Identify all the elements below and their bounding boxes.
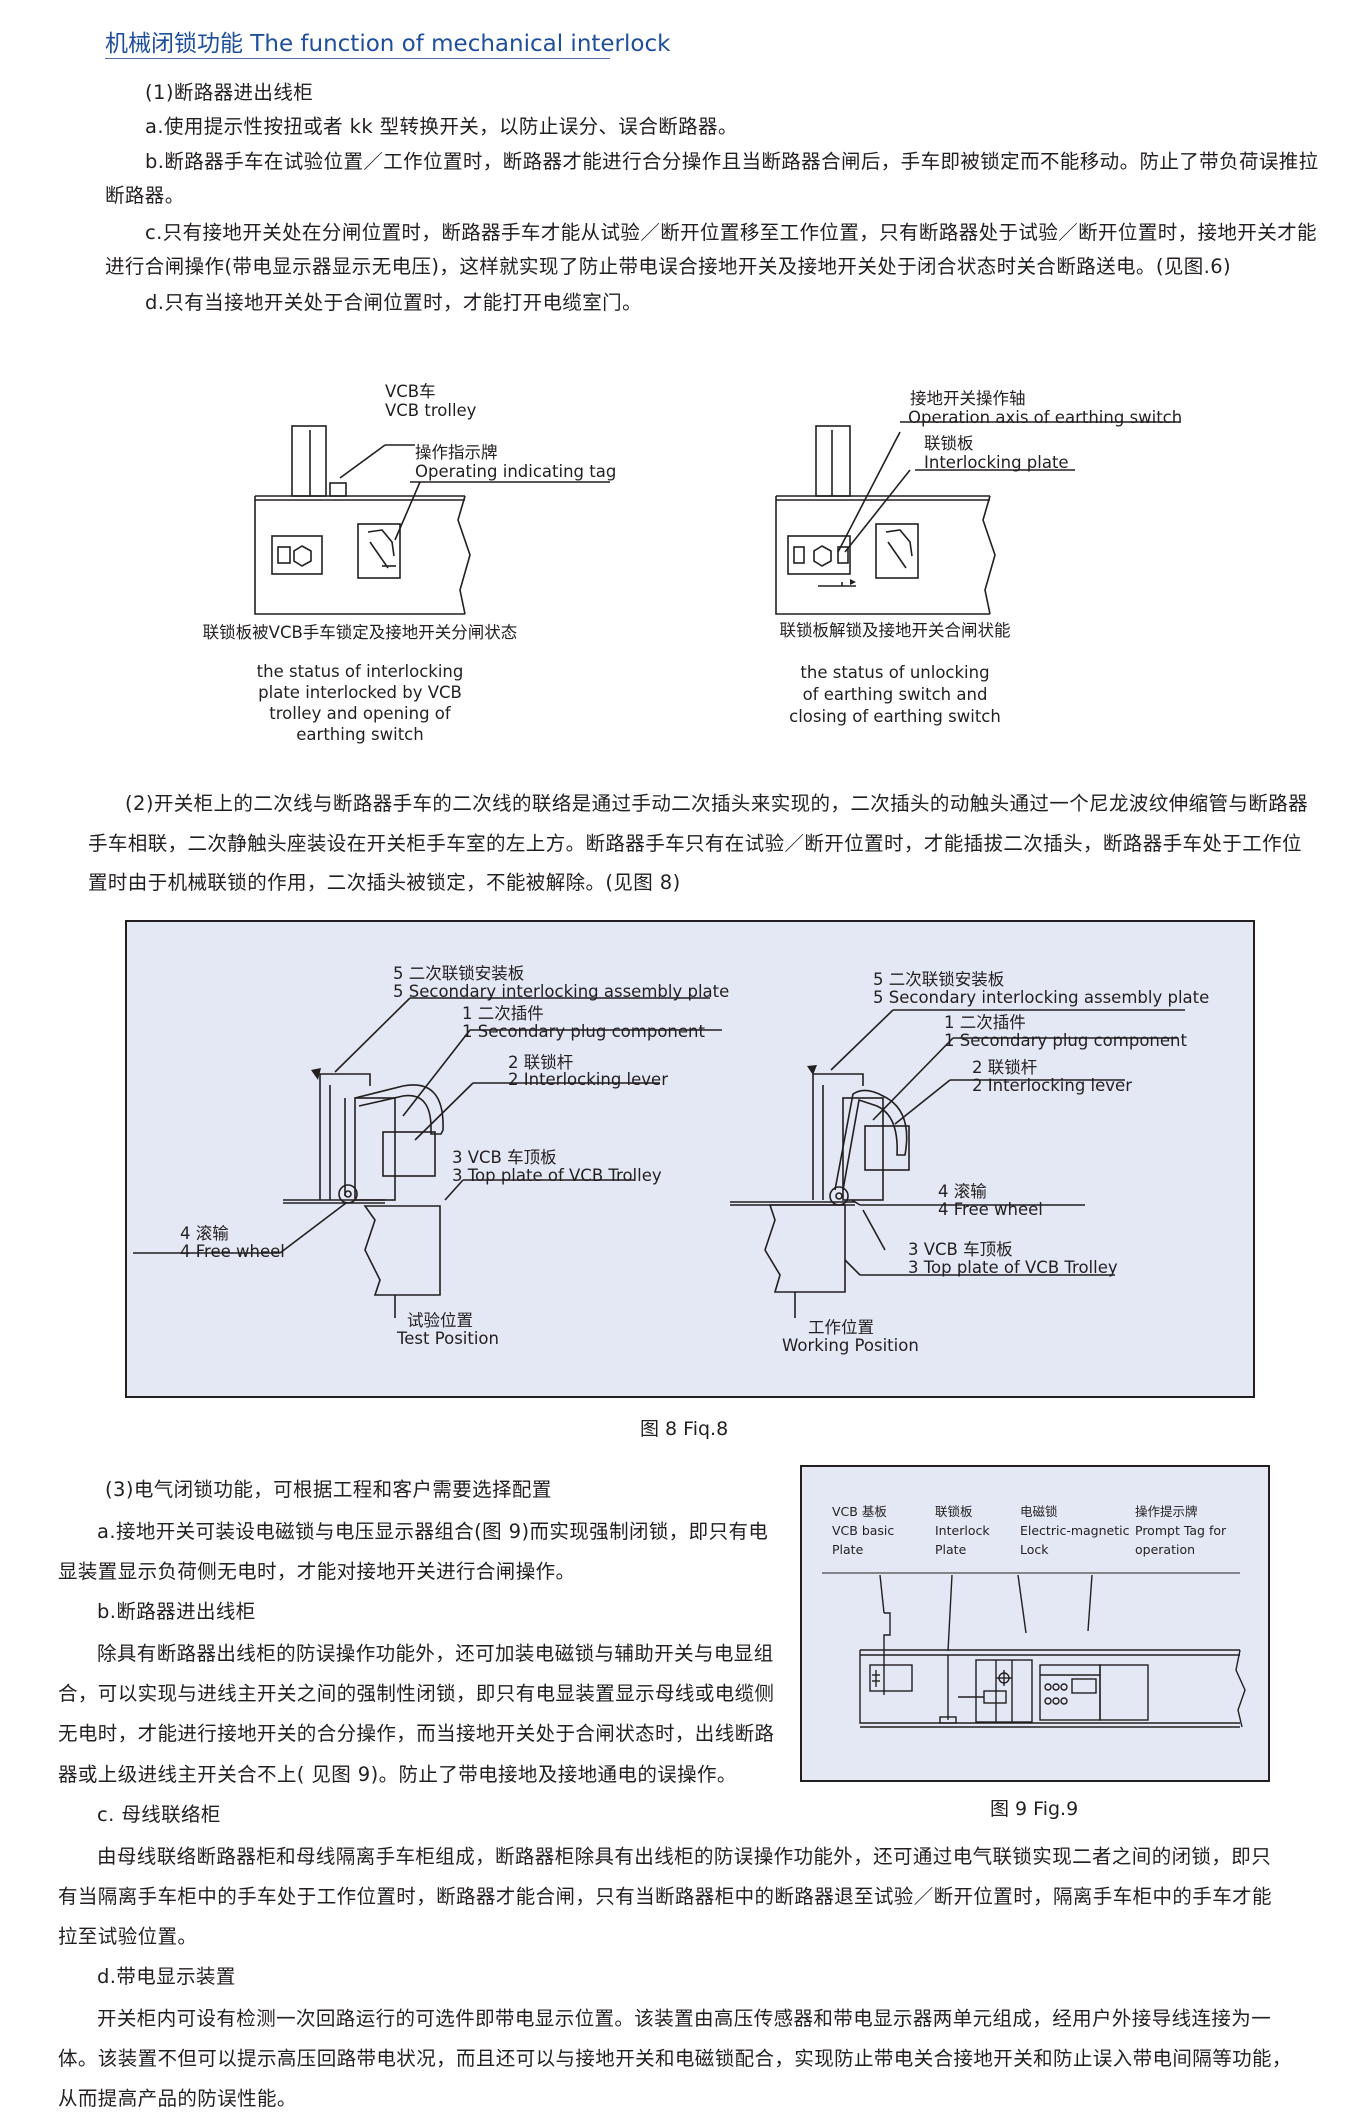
fig8-right-label2-cn: 2 联锁杆 bbox=[972, 1058, 1038, 1077]
fig8-left-label4-cn: 4 滚输 bbox=[180, 1224, 229, 1243]
fig8-right-label3-cn: 3 VCB 车顶板 bbox=[908, 1240, 1013, 1259]
figure-9-drawing bbox=[800, 1465, 1270, 1782]
sec3-item-b-line2: 合，可以实现与进线主开关之间的强制性闭锁，即只有电显装置显示母线或电缆侧 bbox=[58, 1682, 775, 1705]
sec1-item-a: a.使用提示性按扭或者 kk 型转换开关，以防止误分、误合断路器。 bbox=[145, 115, 738, 138]
fig8-working-position-en: Working Position bbox=[782, 1336, 919, 1355]
fig9-col3-en1: Electric-magnetic bbox=[1020, 1523, 1130, 1538]
fig9-col1-en1: VCB basic bbox=[832, 1523, 895, 1538]
fig8-right-label5-cn: 5 二次联锁安装板 bbox=[873, 970, 1005, 989]
fig6-right-caption-en2: of earthing switch and bbox=[802, 685, 988, 704]
sec1-item-c-line2: 进行合闸操作(带电显示器显示无电压)，这样就实现了防止带电误合接地开关及接地开关… bbox=[105, 255, 1232, 278]
fig8-left-label1-en: 1 Secondary plug component bbox=[462, 1022, 705, 1041]
sec1-item-b-line1: b.断路器手车在试验位置／工作位置时，断路器才能进行合分操作且当断路器合闸后，手… bbox=[145, 150, 1319, 173]
sec3-item-b-heading: b.断路器进出线柜 bbox=[97, 1600, 256, 1623]
fig8-left-label3-cn: 3 VCB 车顶板 bbox=[452, 1148, 557, 1167]
fig9-col4-en2: operation bbox=[1135, 1542, 1196, 1557]
fig8-right-label1-en: 1 Secondary plug component bbox=[944, 1031, 1187, 1050]
fig6-right-plate-cn: 联锁板 bbox=[924, 434, 974, 453]
fig6-left-tag-en: Operating indicating tag bbox=[415, 462, 617, 481]
sec3-item-c-line3: 拉至试验位置。 bbox=[58, 1925, 198, 1948]
sec2-line2: 手车相联，二次静触头座装设在开关柜手车室的左上方。断路器手车只有在试验／断开位置… bbox=[88, 832, 1302, 855]
sec3-item-b-line1: 除具有断路器出线柜的防误操作功能外，还可加装电磁锁与辅助开关与电显组 bbox=[97, 1642, 774, 1665]
fig9-col1-en2: Plate bbox=[832, 1542, 864, 1557]
fig6-left-caption-cn: 联锁板被VCB手车锁定及接地开关分闸状态 bbox=[202, 623, 518, 642]
title-underline bbox=[105, 58, 610, 59]
fig8-right-label1-cn: 1 二次插件 bbox=[944, 1013, 1026, 1032]
sec3-item-d-line3: 从而提高产品的防误性能。 bbox=[58, 2087, 297, 2110]
sec3-item-a-line2: 显装置显示负荷侧无电时，才能对接地开关进行合闸操作。 bbox=[58, 1560, 576, 1583]
sec3-item-c-line2: 有当隔离手车柜中的手车处于工作位置时，断路器才能合闸，只有当断路器柜中的断路器退… bbox=[58, 1885, 1272, 1908]
sec3-item-d-line2: 体。该装置不但可以提示高压回路带电状况，而且还可以与接地开关和电磁锁配合，实现防… bbox=[58, 2047, 1292, 2070]
fig6-left-caption-en1: the status of interlocking bbox=[256, 662, 464, 681]
fig8-right-label3-en: 3 Top plate of VCB Trolley bbox=[908, 1258, 1118, 1277]
fig9-col2-cn: 联锁板 bbox=[935, 1504, 973, 1519]
sec3-item-d-heading: d.带电显示装置 bbox=[97, 1965, 236, 1988]
fig6-right-caption-en3: closing of earthing switch bbox=[789, 707, 1001, 726]
fig6-right-axis-en: Operation axis of earthing switch bbox=[908, 408, 1183, 427]
sec3-item-c-line1: 由母线联络断路器柜和母线隔离手车柜组成，断路器柜除具有出线柜的防误操作功能外，还… bbox=[97, 1845, 1272, 1868]
fig6-right-plate-en: Interlocking plate bbox=[924, 453, 1069, 472]
fig6-left-caption-en4: earthing switch bbox=[296, 725, 424, 744]
fig6-left-caption-en2: plate interlocked by VCB bbox=[258, 683, 462, 702]
fig9-col2-en2: Plate bbox=[935, 1542, 967, 1557]
fig8-working-position-cn: 工作位置 bbox=[808, 1318, 874, 1337]
sec3-item-a-line1: a.接地开关可装设电磁锁与电压显示器组合(图 9)而实现强制闭锁，即只有电 bbox=[97, 1520, 769, 1543]
sec1-item-b-line2: 断路器。 bbox=[105, 184, 185, 207]
fig6-right-caption-cn: 联锁板解锁及接地开关合闸状能 bbox=[779, 621, 1011, 640]
fig6-right-axis-cn: 接地开关操作轴 bbox=[910, 389, 1026, 408]
fig9-col4-cn: 操作提示牌 bbox=[1135, 1504, 1198, 1519]
fig9-caption: 图 9 Fig.9 bbox=[990, 1798, 1079, 1820]
fig8-left-label3-en: 3 Top plate of VCB Trolley bbox=[452, 1166, 662, 1185]
sec1-heading: (1)断路器进出线柜 bbox=[145, 81, 314, 104]
fig8-right-label4-cn: 4 滚输 bbox=[938, 1182, 987, 1201]
fig9-col3-cn: 电磁锁 bbox=[1020, 1504, 1058, 1519]
fig8-right-label5-en: 5 Secondary interlocking assembly plate bbox=[873, 988, 1210, 1007]
sec3-item-d-line1: 开关柜内可设有检测一次回路运行的可选件即带电显示位置。该装置由高压传感器和带电显… bbox=[97, 2007, 1272, 2030]
sec3-item-c-heading: c. 母线联络柜 bbox=[97, 1803, 221, 1826]
fig9-col1-cn: VCB 基板 bbox=[832, 1504, 887, 1519]
sec3-item-b-line3: 无电时，才能进行接地开关的合分操作，而当接地开关处于合闸状态时，出线断路 bbox=[58, 1722, 775, 1745]
fig9-col3-en2: Lock bbox=[1020, 1542, 1049, 1557]
fig9-col4-en1: Prompt Tag for bbox=[1135, 1523, 1227, 1538]
fig8-left-label1-cn: 1 二次插件 bbox=[462, 1004, 544, 1023]
figure-6-drawing bbox=[254, 421, 1180, 615]
fig6-left-vcb-cn: VCB车 bbox=[385, 382, 436, 401]
fig6-left-vcb-en: VCB trolley bbox=[385, 401, 477, 420]
fig8-test-position-cn: 试验位置 bbox=[407, 1311, 473, 1330]
fig6-left-tag-cn: 操作指示牌 bbox=[415, 443, 498, 462]
figure-8-drawing bbox=[125, 920, 1255, 1398]
fig6-left-caption-en3: trolley and opening of bbox=[269, 704, 451, 723]
sec3-heading: (3)电气闭锁功能，可根据工程和客户需要选择配置 bbox=[105, 1478, 552, 1501]
sec3-item-b-line4: 器或上级进线主开关合不上( 见图 9)。防止了带电接地及接地通电的误操作。 bbox=[58, 1763, 737, 1786]
fig8-left-label4-en: 4 Free wheel bbox=[180, 1242, 285, 1261]
fig8-caption: 图 8 Fiq.8 bbox=[640, 1418, 729, 1440]
fig8-test-position-en: Test Position bbox=[397, 1329, 499, 1348]
fig8-left-label5-en: 5 Secondary interlocking assembly plate bbox=[393, 982, 730, 1001]
sec1-item-c-line1: c.只有接地开关处在分闸位置时，断路器手车才能从试验／断开位置移至工作位置，只有… bbox=[145, 221, 1317, 244]
fig8-left-label2-cn: 2 联锁杆 bbox=[508, 1053, 574, 1072]
sec2-line1: (2)开关柜上的二次线与断路器手车的二次线的联络是通过手动二次插头来实现的，二次… bbox=[125, 792, 1309, 815]
sec1-item-d: d.只有当接地开关处于合闸位置时，才能打开电缆室门。 bbox=[145, 291, 642, 314]
fig8-left-label5-cn: 5 二次联锁安装板 bbox=[393, 964, 525, 983]
fig8-left-label2-en: 2 Interlocking lever bbox=[508, 1070, 668, 1089]
fig8-right-label2-en: 2 Interlocking lever bbox=[972, 1076, 1132, 1095]
page-title: 机械闭锁功能 The function of mechanical interl… bbox=[105, 31, 671, 57]
sec2-line3: 置时由于机械联锁的作用，二次插头被锁定，不能被解除。(见图 8) bbox=[88, 871, 681, 894]
fig6-right-caption-en1: the status of unlocking bbox=[800, 663, 990, 682]
fig8-right-label4-en: 4 Free wheel bbox=[938, 1200, 1043, 1219]
fig9-col2-en1: Interlock bbox=[935, 1523, 990, 1538]
